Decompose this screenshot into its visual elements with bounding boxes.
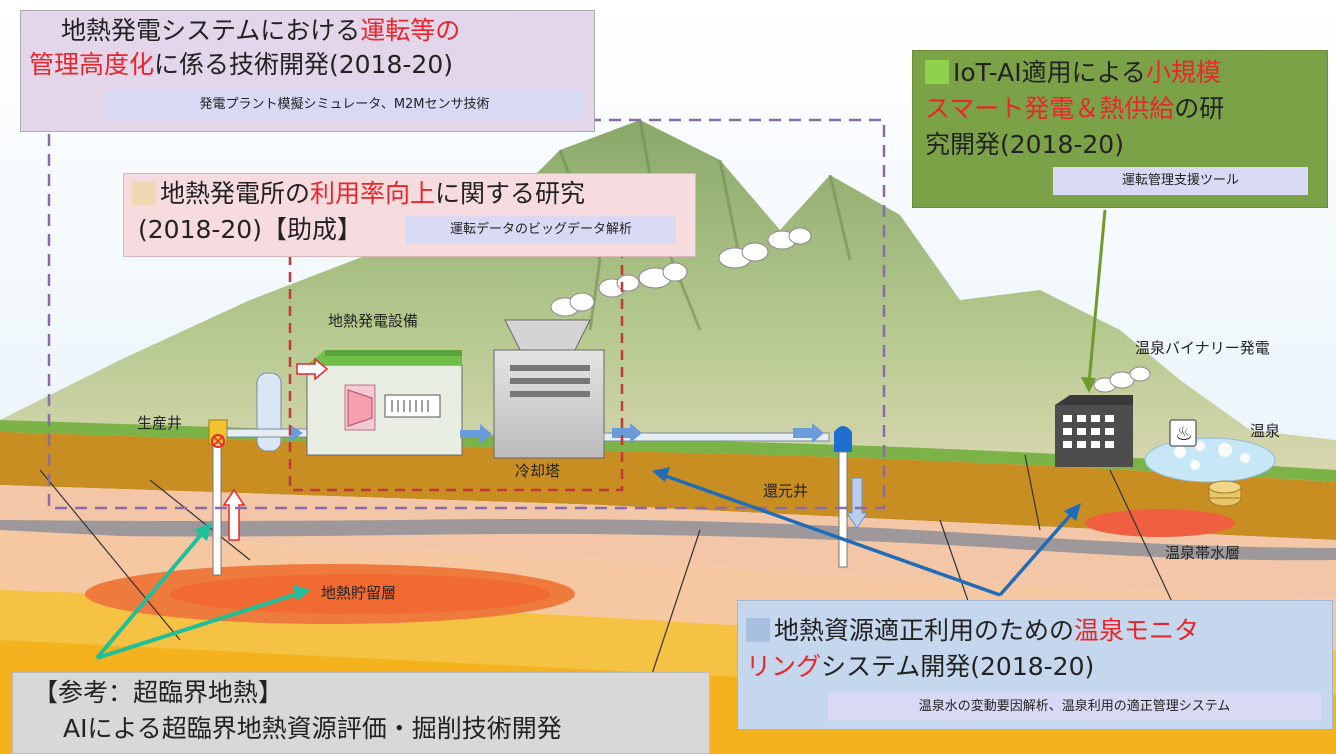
onsen-hotel-building (1055, 405, 1133, 467)
reinjection-wellhead (834, 426, 852, 452)
up-arrow-icon (222, 488, 246, 541)
label-reinjection-well: 還元井 (763, 482, 809, 500)
color-square-icon (925, 60, 949, 84)
blue-arrow-left (659, 472, 1001, 597)
hot-spring-pool (1144, 437, 1276, 483)
box-supercritical-reference: 【参考：超臨界地熱】 AIによる超臨界地熱資源評価・掘削技術開発 (12, 672, 710, 754)
color-square-icon (132, 181, 156, 205)
box-smart-power: IoT-AI適用による小規模 スマート発電＆熱供給の研 究開発(2018-20)… (912, 50, 1328, 208)
box-utilization-subtitle: 運転データのビッグデータ解析 (406, 216, 676, 244)
aquifer-band (0, 519, 1336, 561)
label-hot-spring-aquifer: 温泉帯水層 (1165, 544, 1241, 562)
dashed-frame-utilization (288, 238, 624, 492)
soil-layer (0, 432, 1336, 540)
box-operations-management: 地熱発電システムにおける運転等の 管理高度化に係る技術開発(2018-20) 発… (20, 10, 595, 132)
box-smart-title-line2: スマート発電＆熱供給の研 (925, 94, 1225, 123)
box-operations-subtitle: 発電プラント模擬シミュレータ、M2Mセンサ技術 (106, 91, 583, 119)
box-operations-title-line2: 管理高度化に係る技術開発(2018-20) (29, 50, 453, 79)
teal-arrow-reservoir (96, 591, 301, 660)
blue-arrow-right (998, 508, 1077, 597)
box-reference-description: AIによる超臨界地熱資源評価・掘削技術開発 (63, 714, 562, 743)
label-production-well: 生産井 (137, 414, 183, 432)
label-binary-power: 温泉バイナリー発電 (1135, 339, 1270, 357)
box-reference-title: 【参考：超臨界地熱】 (33, 678, 284, 707)
hot-spring-symbol-icon: ♨ (1175, 421, 1193, 445)
box-onsen-monitoring: 地熱資源適正利用のための温泉モニタ リングシステム開発(2018-20) 温泉水… (737, 600, 1333, 730)
label-hot-spring: 温泉 (1250, 422, 1281, 440)
box-onsen-title-line1: 地熱資源適正利用のための温泉モニタ (746, 615, 1199, 646)
label-power-facility: 地熱発電設備 (328, 312, 419, 330)
green-arrow (1087, 209, 1107, 384)
box-smart-subtitle: 運転管理支援ツール (1053, 167, 1308, 195)
box-operations-title-line1: 地熱発電システムにおける運転等の (61, 16, 461, 45)
color-square-icon (746, 618, 770, 642)
dashed-frame-operations (47, 118, 886, 510)
teal-arrow-well (95, 528, 207, 660)
box-utilization-title-line1: 地熱発電所の利用率向上に関する研究 (132, 178, 585, 209)
label-cooling-tower: 冷却塔 (515, 462, 561, 480)
box-smart-title-line1: IoT-AI適用による小規模 (925, 57, 1221, 88)
box-smart-title-line3: 究開発(2018-20) (925, 130, 1124, 159)
separator-tank (256, 372, 282, 452)
box-onsen-subtitle: 温泉水の変動要因解析、温泉利用の適正管理システム (828, 693, 1321, 721)
box-utilization-title-line2: (2018-20)【助成】 (138, 215, 362, 244)
box-utilization-rate: 地熱発電所の利用率向上に関する研究 (2018-20)【助成】 運転データのビッ… (123, 173, 696, 257)
label-reservoir: 地熱貯留層 (321, 584, 397, 602)
box-onsen-title-line2: リングシステム開発(2018-20) (746, 652, 1095, 681)
